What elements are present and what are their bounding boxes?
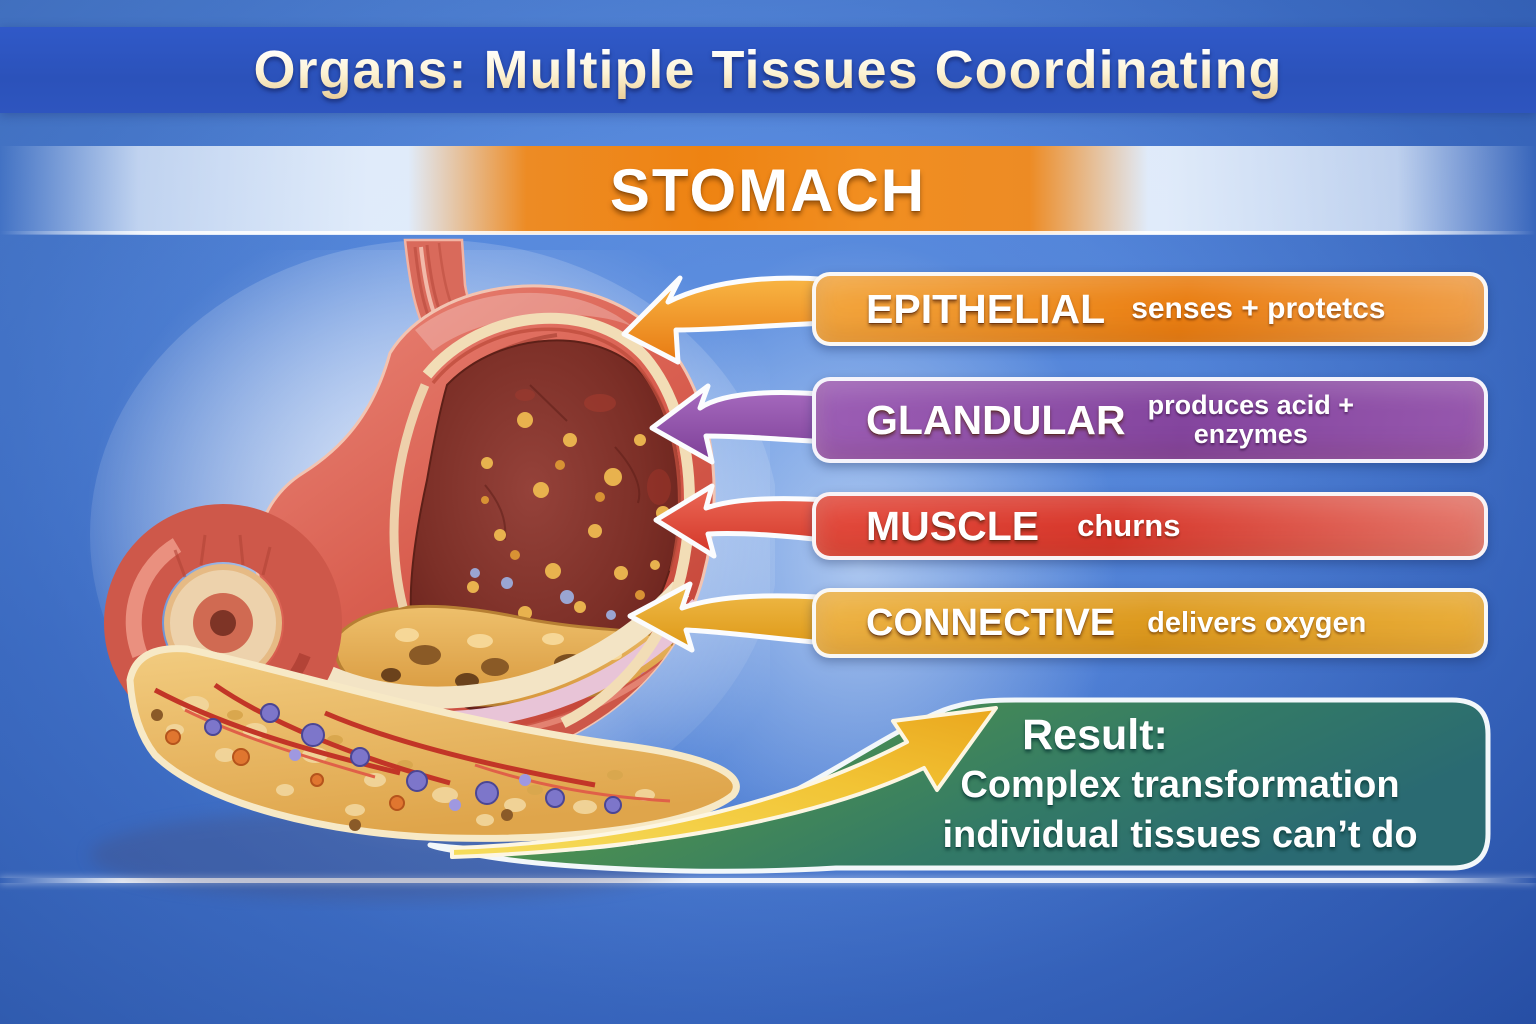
divider-line-bottom	[0, 878, 1536, 883]
result-line-2: individual tissues can’t do	[942, 814, 1418, 856]
connective-label: CONNECTIVE	[866, 601, 1116, 644]
banner-epithelial: EPITHELIAL senses + protetcs	[812, 272, 1488, 346]
result-box: Result: Complex transformation individua…	[900, 710, 1460, 860]
banner-muscle: MUSCLE churns	[812, 492, 1488, 560]
banner-connective: CONNECTIVE delivers oxygen	[812, 588, 1488, 658]
glandular-description-line2: enzymes	[1193, 419, 1308, 449]
title-band: Organs: Multiple Tissues Coordinating	[0, 27, 1536, 113]
glandular-description-line1: produces acid +	[1147, 389, 1354, 420]
epithelial-label: EPITHELIAL	[866, 285, 1106, 332]
muscle-description: churns	[1077, 508, 1181, 543]
glandular-label: GLANDULAR	[866, 396, 1126, 443]
organ-banner-label: STOMACH	[609, 156, 927, 224]
result-line-1: Complex transformation	[960, 764, 1400, 806]
stomach-cutaway-illustration	[90, 238, 775, 901]
result-heading: Result:	[1022, 711, 1168, 759]
organ-banner-orange-stripe	[408, 146, 1148, 234]
connective-description: delivers oxygen	[1147, 606, 1367, 639]
epithelial-description: senses + protetcs	[1131, 292, 1386, 325]
divider-line-top	[0, 231, 1536, 235]
organ-banner: STOMACH	[0, 146, 1536, 234]
glandular-description: produces acid + enzymes	[1147, 389, 1354, 449]
page-title: Organs: Multiple Tissues Coordinating	[253, 40, 1283, 100]
muscle-label: MUSCLE	[866, 502, 1040, 549]
banner-glandular: GLANDULAR produces acid + enzymes	[812, 377, 1488, 463]
